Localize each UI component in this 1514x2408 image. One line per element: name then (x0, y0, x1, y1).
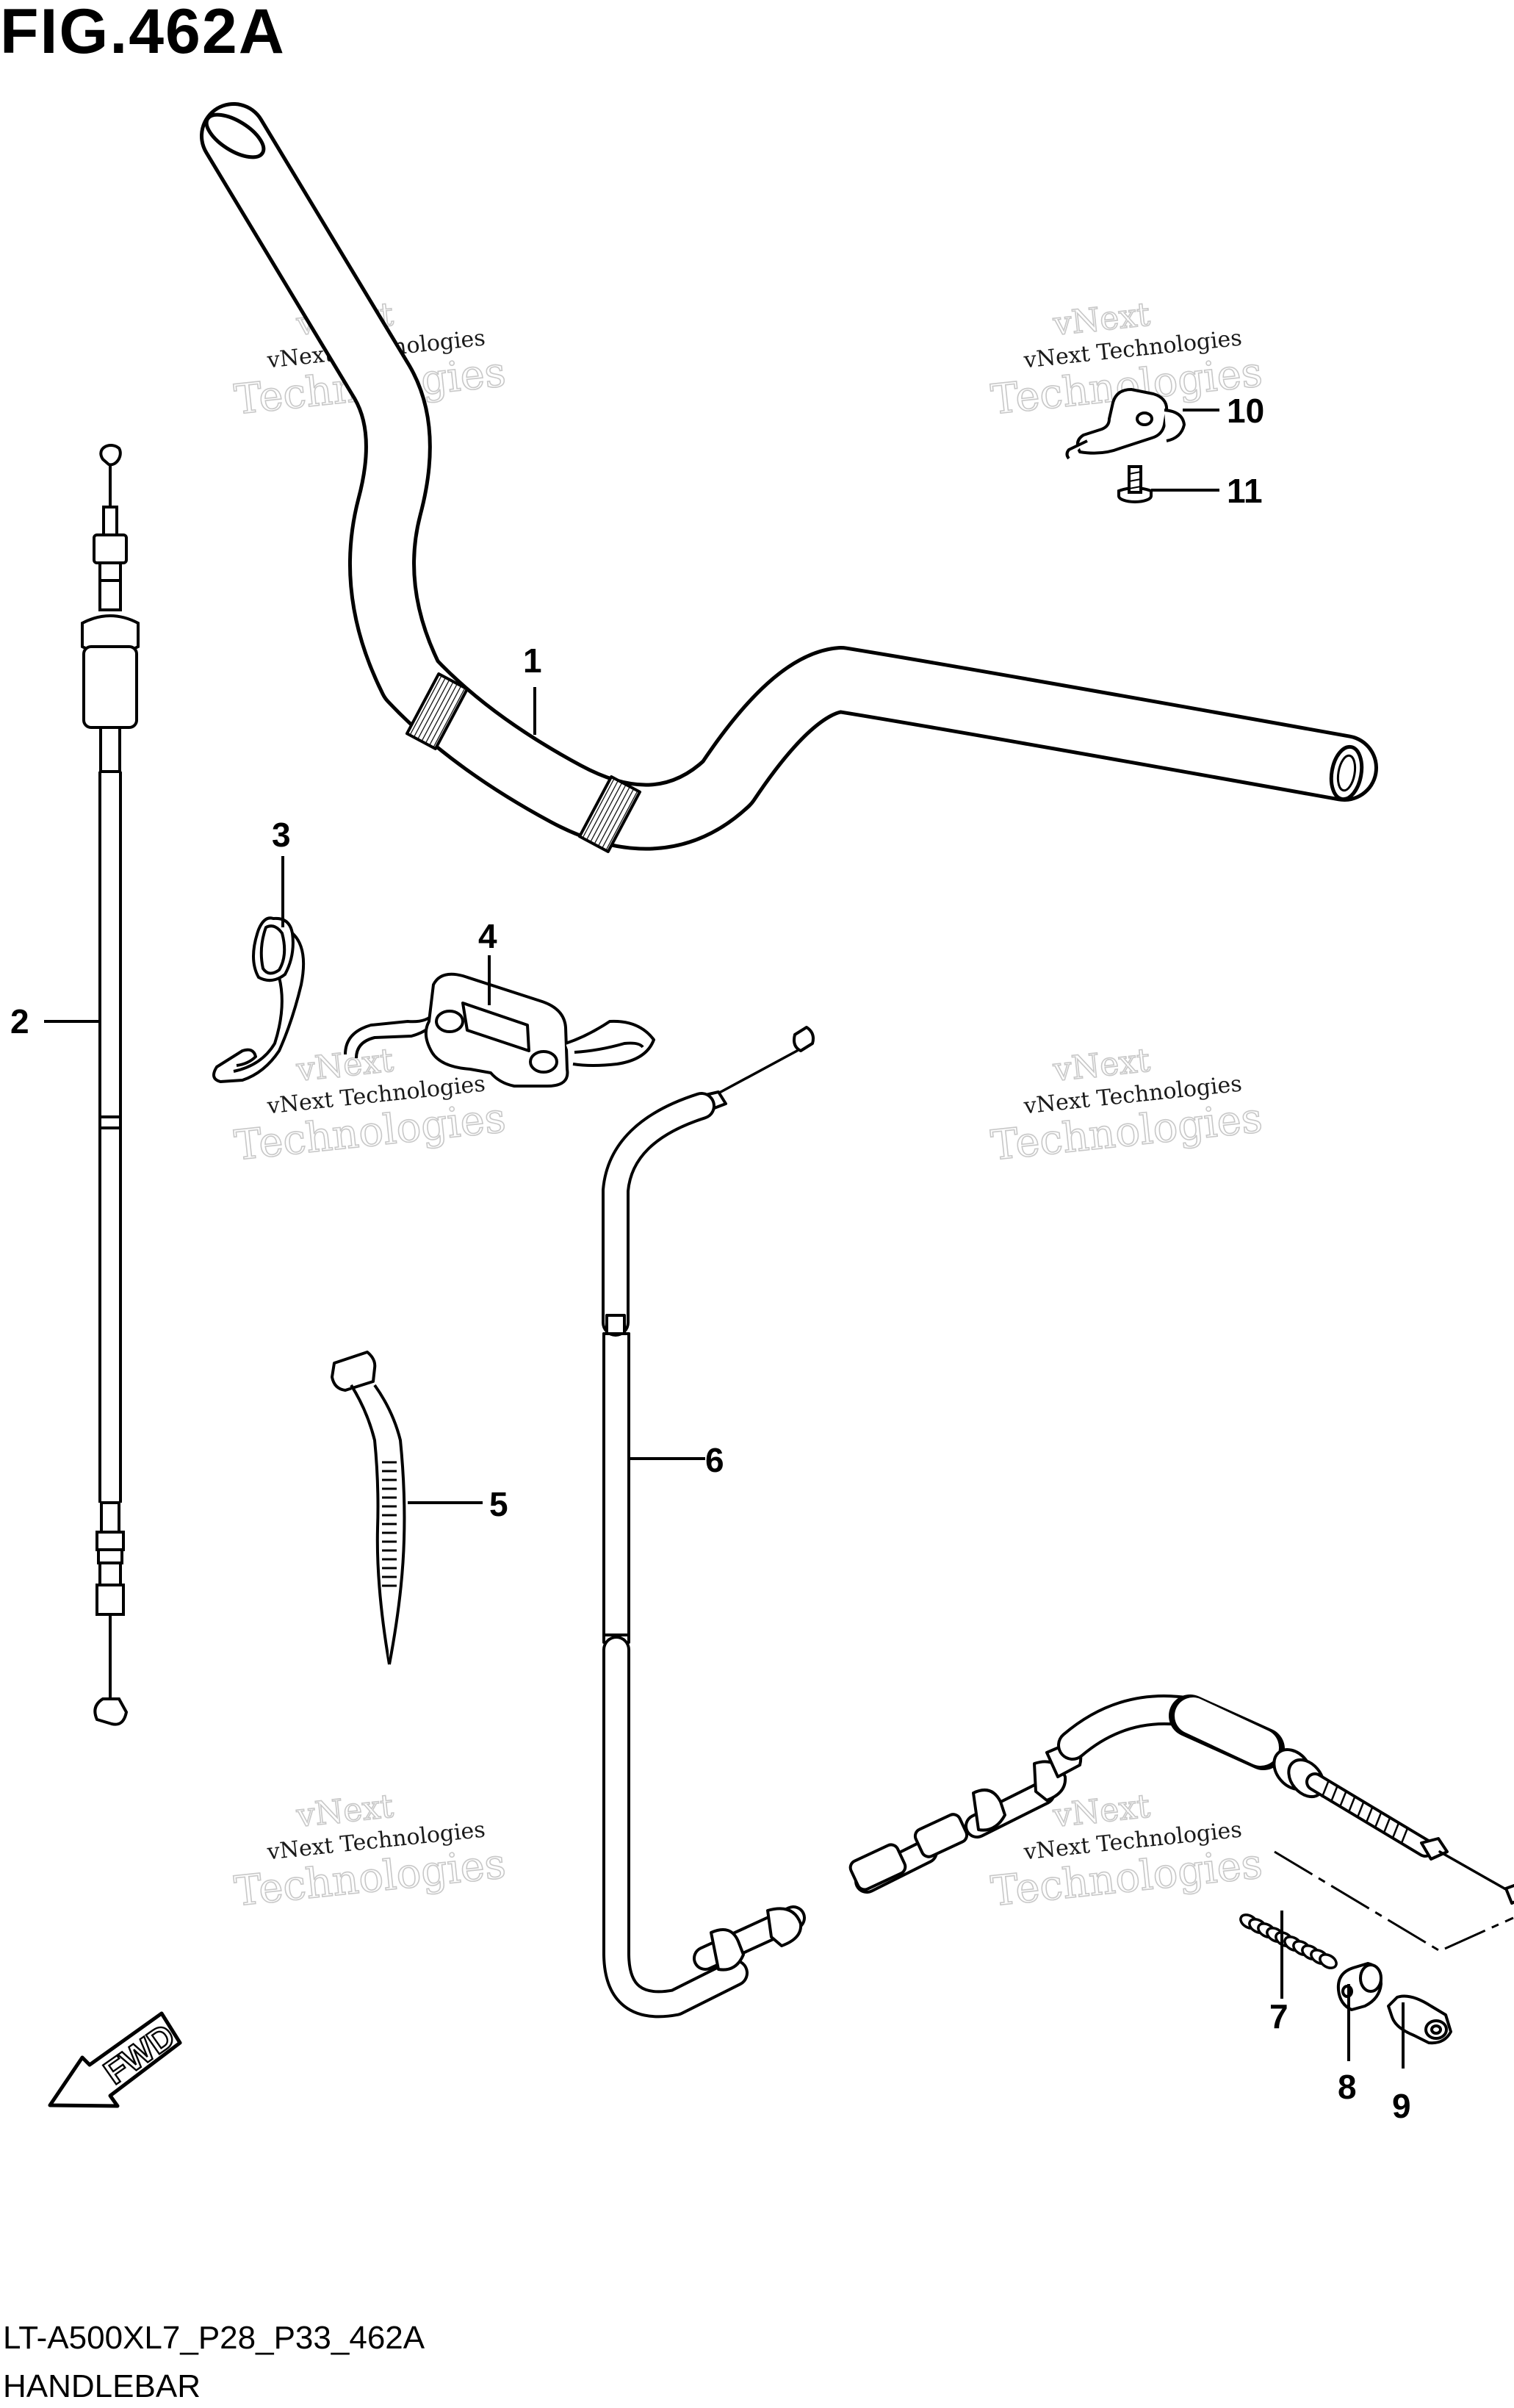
callout-7: 7 (1269, 1997, 1288, 2035)
watermark-4: vNext Technologies vNext Technologies (988, 1041, 1265, 1171)
assembly-7-9 (1239, 1850, 1514, 2045)
bracket-10-part (1065, 388, 1186, 460)
cable-6-part (602, 1026, 1514, 2019)
callout-2: 2 (10, 1002, 29, 1041)
cable-end-9-part (1387, 1994, 1452, 2045)
callout-1: 1 (523, 641, 542, 680)
callout-4: 4 (478, 917, 497, 955)
bracket-4-part (344, 972, 655, 1088)
callout-labels: 1 2 3 4 5 6 7 8 9 10 11 (10, 392, 1411, 2125)
fwd-arrow: FWD (48, 2011, 182, 2108)
callout-10: 10 (1227, 392, 1264, 430)
callout-8: 8 (1338, 2068, 1357, 2106)
callout-11: 11 (1227, 472, 1263, 510)
figure-code: LT-A500XL7_P28_P33_462A (3, 2320, 425, 2356)
watermark-2: vNext Technologies vNext Technologies (988, 295, 1265, 425)
figure-name: HANDLEBAR (3, 2368, 201, 2404)
clip-3-part (212, 916, 306, 1083)
callout-3: 3 (272, 816, 291, 854)
handlebar-part (200, 102, 1378, 853)
tie-5-part (331, 1351, 406, 1665)
callout-6: 6 (705, 1441, 724, 1479)
leader-lines (44, 409, 1405, 2069)
spring-7-part (1239, 1913, 1338, 1969)
watermark-5: vNext Technologies vNext Technologies (231, 1787, 508, 1917)
figure-title: FIG.462A (0, 0, 286, 67)
callout-9: 9 (1392, 2087, 1411, 2125)
joint-8-part (1336, 1962, 1383, 2011)
callout-5: 5 (489, 1485, 508, 1523)
cable-2-part (81, 444, 140, 1726)
screw-11-part (1117, 465, 1153, 503)
